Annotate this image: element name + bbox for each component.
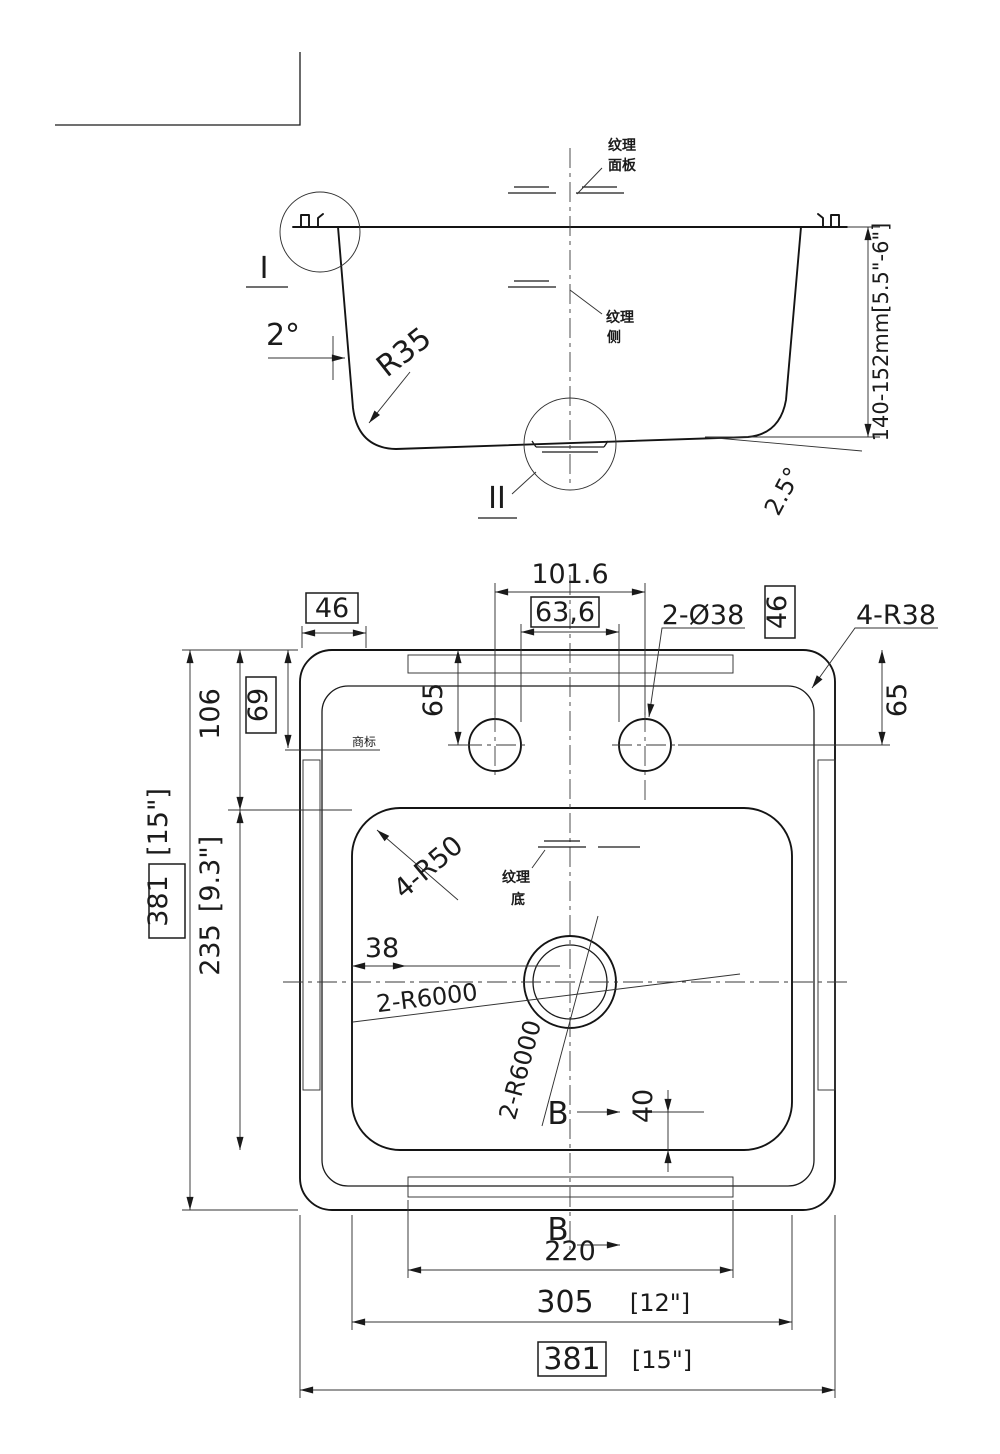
rim-inner-outline xyxy=(321,685,815,1187)
basin-corner-label: 4-R50 xyxy=(388,830,469,905)
draft-angle-label: 2° xyxy=(266,318,300,353)
grain-bottom-label-1: 纹理 xyxy=(502,869,530,886)
sheet-corner-bracket xyxy=(55,52,301,126)
dim-65-left: 65 xyxy=(418,650,462,745)
r35-callout: R35 xyxy=(368,321,438,424)
bottom-slope-dim: 2.5° xyxy=(704,436,863,520)
bottom-radius-b-label: 2-R6000 xyxy=(494,1017,547,1122)
callout-corner-radius: 4-R38 xyxy=(811,600,938,689)
mounting-strips xyxy=(302,654,836,1198)
dim-edge-offset-left: 46 xyxy=(301,592,367,648)
section-b-top-label: B xyxy=(547,1096,568,1132)
top-to-basin-label: 106 xyxy=(195,688,226,740)
basin-width-inch-label: [12"] xyxy=(630,1289,690,1317)
right-clip xyxy=(817,213,840,228)
faucet-holes xyxy=(448,712,890,805)
section-marker-top: B xyxy=(547,1096,704,1132)
detail-circle-ii xyxy=(523,397,617,491)
grain-panel-label-2: 面板 xyxy=(608,157,637,174)
strip-right xyxy=(817,759,836,1091)
left-clip xyxy=(300,213,324,228)
dim-65-right: 65 xyxy=(878,650,913,745)
trademark-label: 商标 xyxy=(352,734,376,749)
grain-side-label-1: 纹理 xyxy=(606,309,634,326)
detail-i-label: I xyxy=(260,251,269,286)
holes-note-label: 2-Ø38 xyxy=(662,600,745,631)
basin-profile xyxy=(337,226,802,450)
strip-width-label: 220 xyxy=(544,1236,596,1267)
overall-height-label: 381 xyxy=(143,875,174,927)
plan-view: 商标 纹理 底 101.6 63,6 46 46 xyxy=(143,559,938,1398)
draft-angle-dim: 2° xyxy=(266,318,345,380)
dim-38: 38 xyxy=(352,933,560,970)
grain-panel-label-1: 纹理 xyxy=(608,137,636,154)
dim-edge-offset-right: 46 xyxy=(762,585,796,639)
section-marker-bottom: B xyxy=(547,1212,620,1249)
basin-edge-offset-label: 38 xyxy=(365,933,399,964)
detail-circle-i xyxy=(279,191,361,273)
grain-bottom-label-2: 底 xyxy=(511,891,525,908)
basin-height-label: 235 xyxy=(195,924,226,976)
bottom-slope-label: 2.5° xyxy=(759,463,807,520)
grain-side-label-2: 侧 xyxy=(607,329,621,346)
depth-dim: 140-152mm[5.5"-6"] xyxy=(792,223,893,442)
hole-spacing-label: 101.6 xyxy=(531,559,608,590)
basin-height-inch-label: [9.3"] xyxy=(195,836,226,912)
grain-symbol-bottom: 纹理 底 xyxy=(502,840,640,908)
dim-40: 40 xyxy=(628,1089,672,1172)
detail-ii-label: II xyxy=(488,481,506,516)
dim-strip-width: 220 xyxy=(407,1200,734,1278)
grain-symbol-panel: 纹理 面板 xyxy=(508,137,637,195)
callout-basin-radius: 4-R50 xyxy=(376,829,469,905)
basin-width-label: 305 xyxy=(536,1285,593,1320)
dim-basin-width: 305 [12"] xyxy=(351,1215,793,1330)
top-to-mark-label: 69 xyxy=(243,688,274,722)
edge-offset-right-label: 46 xyxy=(762,595,793,629)
section-b-bottom-label: B xyxy=(547,1212,568,1248)
detail-i: I xyxy=(246,191,361,288)
r35-label: R35 xyxy=(370,321,438,385)
section-offset-label: 40 xyxy=(628,1089,659,1123)
dim-overall-height: [15"] 381 xyxy=(143,649,298,1211)
dim-69: 69 xyxy=(243,650,292,748)
overall-width-label: 381 xyxy=(543,1342,600,1377)
strip-top xyxy=(407,654,734,674)
top-to-hole-right-label: 65 xyxy=(882,683,913,717)
edge-offset-left-label: 46 xyxy=(315,593,349,624)
top-to-hole-left-label: 65 xyxy=(418,683,449,717)
dim-overall-width: 381 [15"] xyxy=(299,1215,836,1398)
dim-hole-gap: 63,6 xyxy=(520,596,620,722)
strip-left xyxy=(302,759,321,1091)
callout-holes: 2-Ø38 xyxy=(647,600,745,718)
overall-height-inch-label: [15"] xyxy=(143,788,174,856)
dim-106: 106 xyxy=(195,650,352,811)
detail-ii: II xyxy=(478,397,617,519)
strip-bottom xyxy=(407,1176,734,1198)
basin-outline xyxy=(351,807,793,1151)
side-section-view: 纹理 面板 纹理 侧 I II 2° xyxy=(246,137,893,520)
overall-width-inch-label: [15"] xyxy=(632,1346,692,1374)
trademark-mark: 商标 xyxy=(285,734,380,751)
depth-label: 140-152mm[5.5"-6"] xyxy=(869,223,893,442)
dim-hole-spacing: 101.6 xyxy=(494,559,646,715)
grain-symbol-side: 纹理 侧 xyxy=(508,280,634,346)
bottom-radius-a-label: 2-R6000 xyxy=(375,978,479,1018)
hole-gap-label: 63,6 xyxy=(535,597,595,628)
dim-basin-height: [9.3"] 235 xyxy=(195,810,244,1151)
outer-corner-label: 4-R38 xyxy=(856,600,936,631)
